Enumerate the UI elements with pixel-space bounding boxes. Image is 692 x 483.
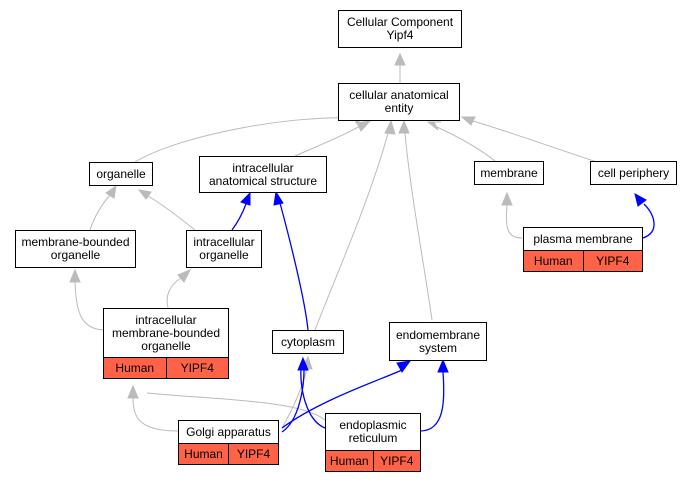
edge-membrane-cae: [436, 126, 496, 162]
node-cell-periphery[interactable]: cell periphery: [590, 161, 677, 185]
annotation-intracellular-membrane-bounded-organelle: Human YIPF4: [103, 357, 229, 379]
node-intracellular-organelle[interactable]: intracellular organelle: [186, 230, 262, 268]
node-organelle[interactable]: organelle: [89, 162, 153, 186]
edge-io-ias: [231, 203, 247, 231]
edge-endo-cae: [404, 132, 433, 321]
species-label: Human: [178, 443, 229, 465]
edge-organelle-cae: [134, 117, 356, 163]
edge-pm-periphery: [642, 203, 655, 239]
edge-pm-membrane: [506, 204, 523, 239]
node-cellular-anatomical-entity[interactable]: cellular anatomical entity: [338, 83, 460, 121]
edge-periphery-cae: [472, 120, 601, 164]
edge-cyto-ias: [279, 202, 309, 331]
part-of-edges: [231, 202, 655, 433]
edge-golgi-endo: [281, 369, 403, 429]
edge-er-endo: [419, 371, 445, 432]
edge-golgi-imbo: [132, 397, 179, 432]
gene-label: YIPF4: [373, 450, 421, 472]
node-endoplasmic-reticulum[interactable]: endoplasmic reticulum: [325, 413, 421, 451]
annotation-plasma-membrane: Human YIPF4: [523, 250, 643, 272]
edge-golgi-cyto: [281, 367, 308, 429]
node-cellular-component-yipf4[interactable]: Cellular Component Yipf4: [338, 10, 462, 48]
node-plasma-membrane[interactable]: plasma membrane: [523, 227, 643, 251]
edge-er-imbo: [146, 392, 326, 421]
node-intracellular-anatomical-structure[interactable]: intracellular anatomical structure: [199, 156, 327, 193]
node-cytoplasm[interactable]: cytoplasm: [272, 330, 344, 354]
edge-golgi-cyto-part: [281, 369, 305, 433]
node-membrane[interactable]: membrane: [474, 161, 544, 185]
edge-ias-cae: [294, 125, 361, 157]
edge-mbo-organelle: [89, 194, 111, 231]
node-membrane-bounded-organelle[interactable]: membrane-bounded organelle: [15, 230, 136, 268]
edge-io-organelle: [147, 195, 196, 231]
edge-imbo-mbo: [74, 281, 106, 331]
annotation-endoplasmic-reticulum: Human YIPF4: [325, 450, 421, 472]
gene-label: YIPF4: [166, 357, 229, 379]
gene-label: YIPF4: [229, 443, 279, 465]
species-label: Human: [325, 450, 374, 472]
edge-er-cyto: [300, 369, 326, 429]
edge-cyto-cae: [314, 132, 389, 331]
annotation-golgi-apparatus: Human YIPF4: [178, 443, 279, 465]
is-a-edges: [74, 64, 601, 432]
part-of-arrowheads: [240, 190, 647, 373]
species-label: Human: [103, 357, 167, 379]
node-intracellular-membrane-bounded-organelle[interactable]: intracellular membrane-bounded organelle: [103, 308, 229, 358]
species-label: Human: [523, 250, 584, 272]
node-endomembrane-system[interactable]: endomembrane system: [389, 322, 487, 361]
edge-imbo-io: [166, 277, 182, 309]
node-golgi-apparatus[interactable]: Golgi apparatus: [178, 420, 279, 444]
gene-label: YIPF4: [583, 250, 643, 272]
